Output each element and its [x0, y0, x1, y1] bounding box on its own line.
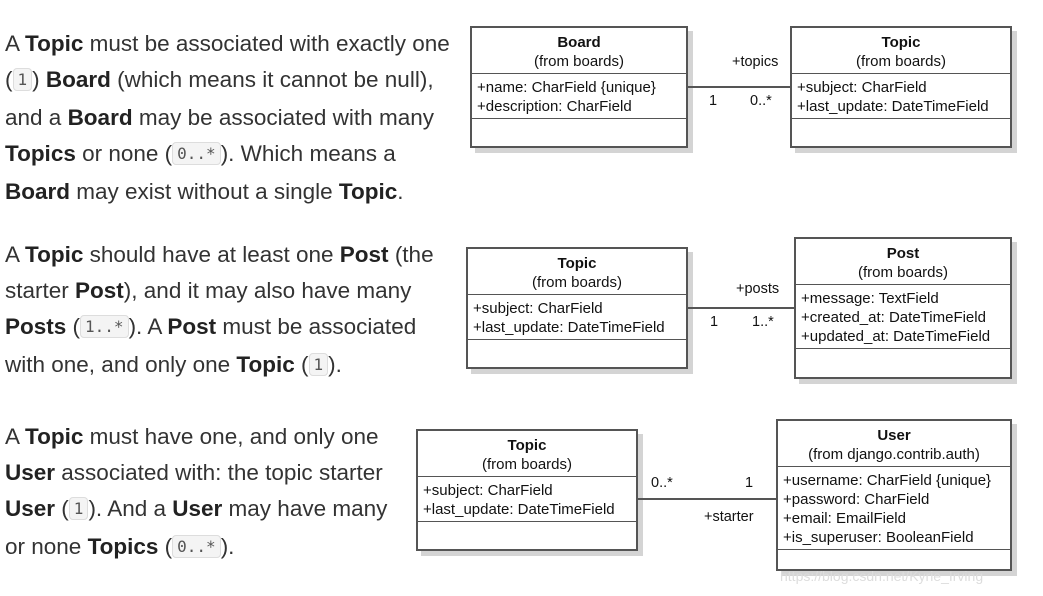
multiplicity-right: 0..* [750, 93, 772, 109]
bold-term: Topics [87, 534, 159, 559]
class-attribute: +last_update: DateTimeField [423, 501, 615, 518]
class-name: Post [886, 245, 920, 262]
class-package: (from boards) [533, 53, 625, 70]
class-attribute: +password: CharField [783, 491, 930, 508]
class-attribute: +created_at: DateTimeField [801, 309, 986, 326]
uml-class-user: User (from django.contrib.auth) +usernam… [776, 419, 1012, 571]
inline-code: 0..* [172, 142, 221, 165]
inline-code: 1 [12, 68, 33, 91]
class-attribute: +updated_at: DateTimeField [801, 328, 991, 345]
multiplicity-left: 1 [709, 93, 718, 109]
bold-term: Post [75, 278, 124, 303]
class-attributes: +subject: CharField +last_update: DateTi… [792, 74, 1010, 119]
class-attributes: +subject: CharField +last_update: DateTi… [468, 295, 686, 340]
class-package: (from boards) [481, 456, 573, 473]
class-attribute: +description: CharField [477, 98, 632, 115]
bold-term: User [5, 496, 56, 521]
bold-term: User [5, 460, 56, 485]
bold-term: Post [167, 314, 217, 339]
bold-term: Topic [25, 424, 84, 449]
uml-class-topic: Topic (from boards) +subject: CharField … [416, 429, 638, 551]
watermark: https://blog.csdn.net/Kyrie_Irving [780, 568, 984, 584]
bold-term: Topic [25, 242, 84, 267]
paragraph-topic-post: A Topic should have at least one Post (t… [5, 242, 434, 377]
multiplicity-right: 1..* [752, 314, 774, 330]
bold-term: Board [5, 179, 71, 204]
association-line [688, 86, 790, 88]
class-attribute: +name: CharField {unique} [477, 79, 656, 96]
inline-code: 1 [68, 497, 89, 520]
class-attributes: +subject: CharField +last_update: DateTi… [418, 477, 636, 522]
class-name: Topic [881, 34, 921, 51]
class-attribute: +subject: CharField [473, 300, 603, 317]
inline-code: 0..* [172, 535, 221, 558]
class-attribute: +subject: CharField [423, 482, 553, 499]
class-attribute: +message: TextField [801, 290, 939, 307]
bold-term: Topics [5, 141, 76, 166]
class-name: Board [557, 34, 601, 51]
class-header: User (from django.contrib.auth) [778, 421, 1010, 467]
association-line [688, 307, 794, 309]
inline-code: 1..* [80, 315, 129, 338]
multiplicity-left: 1 [710, 314, 719, 330]
class-name: Topic [557, 255, 597, 272]
class-attribute: +username: CharField {unique} [783, 472, 992, 489]
bold-term: Board [45, 67, 111, 92]
association-role: +posts [736, 281, 780, 297]
class-attribute: +subject: CharField [797, 79, 927, 96]
class-package: (from boards) [855, 53, 947, 70]
paragraph-topic-user: A Topic must have one, and only one User… [5, 424, 388, 559]
class-header: Post (from boards) [796, 239, 1010, 285]
bold-term: Post [339, 242, 389, 267]
association-line [638, 498, 776, 500]
class-name: User [877, 427, 911, 444]
uml-class-topic: Topic (from boards) +subject: CharField … [466, 247, 688, 369]
class-attributes: +name: CharField {unique} +description: … [472, 74, 686, 119]
class-attribute: +is_superuser: BooleanField [783, 529, 974, 546]
bold-term: Posts [5, 314, 67, 339]
inline-code: 1 [308, 353, 329, 376]
class-header: Topic (from boards) [792, 28, 1010, 74]
class-package: (from boards) [531, 274, 623, 291]
class-header: Board (from boards) [472, 28, 686, 74]
class-package: (from django.contrib.auth) [808, 446, 980, 463]
class-header: Topic (from boards) [418, 431, 636, 477]
class-attribute: +last_update: DateTimeField [797, 98, 989, 115]
bold-term: Topic [236, 352, 295, 377]
class-package: (from boards) [857, 264, 949, 281]
uml-class-post: Post (from boards) +message: TextField +… [794, 237, 1012, 379]
class-attributes: +username: CharField {unique} +password:… [778, 467, 1010, 550]
bold-term: Board [67, 105, 133, 130]
bold-term: Topic [25, 31, 84, 56]
uml-class-board: Board (from boards) +name: CharField {un… [470, 26, 688, 148]
bold-term: Topic [338, 179, 398, 204]
class-attribute: +last_update: DateTimeField [473, 319, 665, 336]
multiplicity-right: 1 [745, 475, 754, 491]
class-name: Topic [507, 437, 547, 454]
class-attributes: +message: TextField +created_at: DateTim… [796, 285, 1010, 349]
class-header: Topic (from boards) [468, 249, 686, 295]
paragraph-board-topic: A Topic must be associated with exactly … [5, 31, 450, 204]
multiplicity-left: 0..* [651, 475, 673, 491]
uml-class-topic: Topic (from boards) +subject: CharField … [790, 26, 1012, 148]
association-role: +starter [704, 509, 754, 525]
bold-term: User [172, 496, 223, 521]
class-attribute: +email: EmailField [783, 510, 906, 527]
association-role: +topics [732, 54, 779, 70]
